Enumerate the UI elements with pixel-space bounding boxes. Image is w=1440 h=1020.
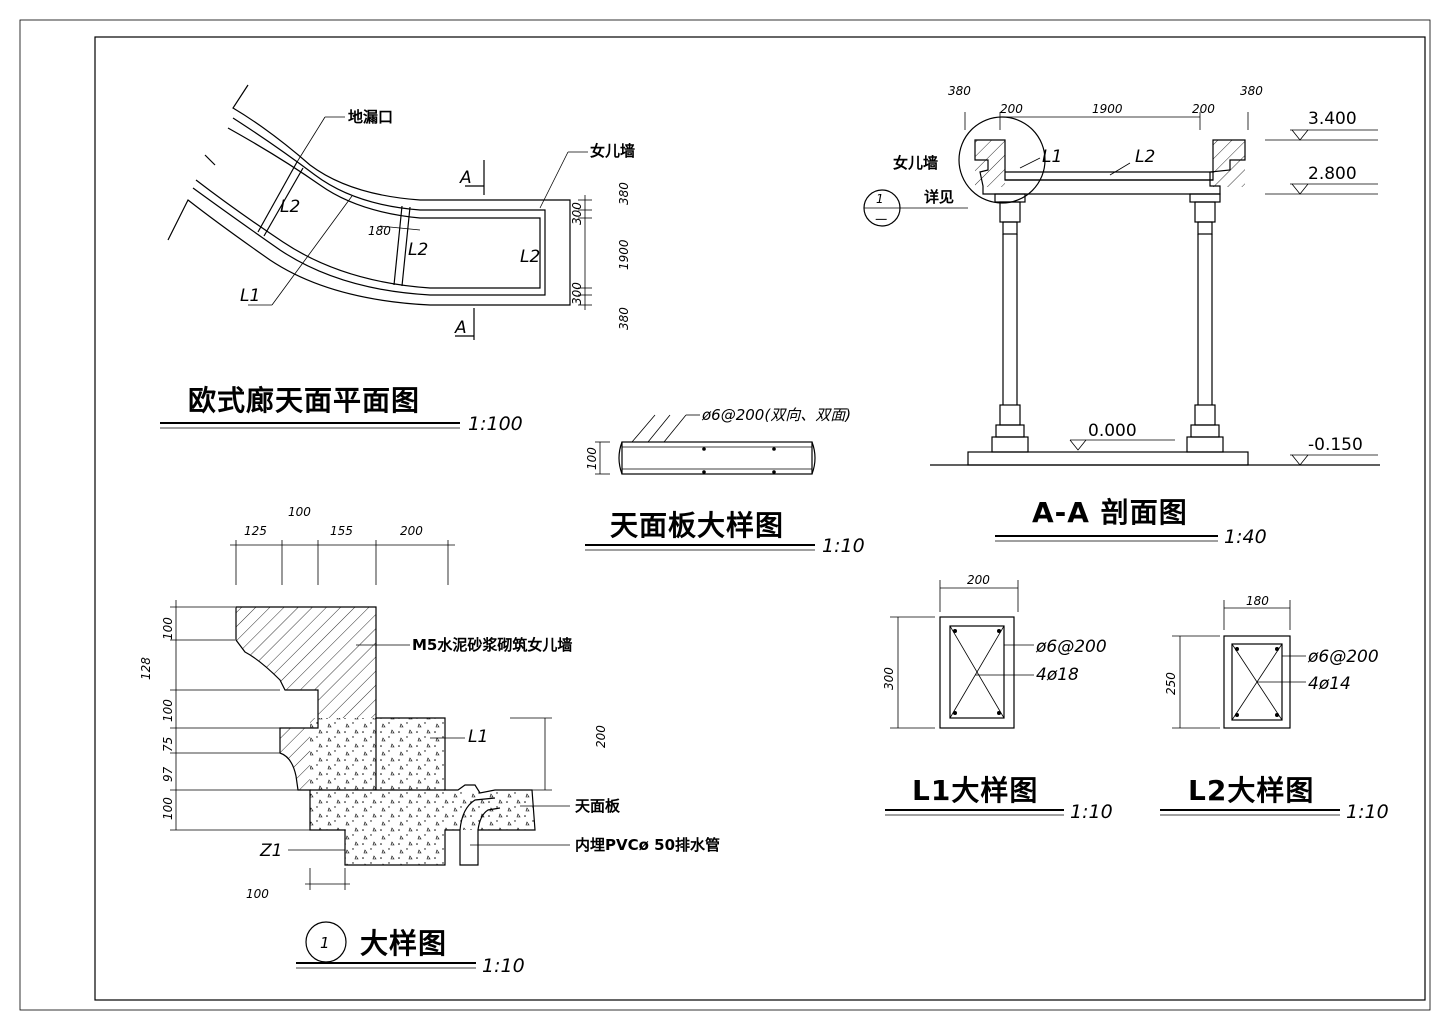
- detail-scale: 1:10: [482, 955, 525, 977]
- beam-l1-label: L1: [240, 286, 260, 306]
- sec-dim-200-right: 200: [1192, 102, 1215, 116]
- detail-z1-label: Z1: [259, 841, 282, 861]
- plan-scale: 1:100: [468, 413, 523, 435]
- sec-dim-200-left: 200: [1000, 102, 1023, 116]
- floor-drain-label: 地漏口: [348, 108, 393, 126]
- section-title: A-A 剖面图: [1032, 496, 1188, 529]
- slab-thickness-dim: 100: [585, 447, 599, 470]
- parapet-detail-view: 100 125 155 200 100 128 100 75 97 100 20…: [139, 505, 720, 977]
- detail-dim-75: 75: [161, 737, 175, 752]
- section-mark-bottom: A: [454, 318, 467, 338]
- detail-wall-label: M5水泥砂浆砌筑女儿墙: [412, 636, 572, 654]
- detail-dim-97: 97: [161, 766, 175, 782]
- section-l2-label: L2: [1135, 147, 1155, 167]
- detail-slab-label: 天面板: [575, 797, 621, 815]
- elevation-minus-0150: -0.150: [1308, 435, 1363, 455]
- detail-dim-155: 155: [330, 524, 353, 538]
- section-see-label: 详见: [924, 188, 954, 206]
- slab-detail-view: 100 ø6@200(双向、双面) 天面板大样图 1:10: [585, 406, 865, 557]
- detail-ref-number: 1: [876, 192, 884, 206]
- detail-dim-100-top: 100: [288, 505, 311, 519]
- detail-dim-100-b: 100: [161, 699, 175, 722]
- slab-title: 天面板大样图: [610, 509, 784, 542]
- l2-width-dim: 180: [1246, 594, 1269, 608]
- detail-dim-200-top: 200: [400, 524, 423, 538]
- section-parapet-label: 女儿墙: [893, 154, 938, 172]
- l2-stirrup-label: ø6@200: [1307, 647, 1379, 667]
- l1-title: L1大样图: [912, 774, 1038, 807]
- l2-title: L2大样图: [1188, 774, 1314, 807]
- beam-l2-detail: 180 250 ø6@200 4ø14 L2大样图 1:10: [1160, 594, 1389, 823]
- dim-300-bottom: 300: [570, 282, 584, 305]
- dim-300-top: 300: [570, 202, 584, 225]
- outer-border: [19, 19, 1431, 1011]
- section-mark-top: A: [459, 168, 472, 188]
- detail-ref-sheet: 一: [874, 213, 887, 227]
- l1-height-dim: 300: [882, 667, 896, 690]
- inner-border: [94, 36, 1426, 1001]
- detail-pipe-label: 内埋PVCø 50排水管: [575, 836, 720, 854]
- l2-bars-label: 4ø14: [1308, 674, 1351, 694]
- slab-rebar-note: ø6@200(双向、双面): [701, 406, 851, 424]
- dim-1900: 1900: [617, 239, 631, 270]
- elevation-0000: 0.000: [1088, 421, 1137, 441]
- detail-dim-125: 125: [244, 524, 267, 538]
- detail-number: 1: [320, 934, 330, 952]
- elevation-3400: 3.400: [1308, 109, 1357, 129]
- section-aa-view: 380 200 1900 200 380 3.400 2.800 0.000 -…: [863, 84, 1380, 548]
- beam-l2-label-b: L2: [408, 240, 428, 260]
- dim-380-top: 380: [617, 182, 631, 205]
- section-scale: 1:40: [1224, 526, 1267, 548]
- roof-plan-view: 地漏口 女儿墙 L2 L2 L2 L1 A A 180 300 300 380 …: [160, 84, 635, 435]
- sec-dim-380-left: 380: [948, 84, 971, 98]
- sec-dim-380-right: 380: [1240, 84, 1263, 98]
- slab-scale: 1:10: [822, 535, 865, 557]
- detail-dim-100-bottom: 100: [246, 887, 269, 901]
- plan-title: 欧式廊天面平面图: [188, 384, 420, 417]
- parapet-label: 女儿墙: [590, 142, 635, 160]
- dim-180: 180: [368, 224, 391, 238]
- detail-l1-label: L1: [468, 727, 488, 747]
- l2-height-dim: 250: [1164, 672, 1178, 695]
- sec-dim-1900: 1900: [1092, 102, 1123, 116]
- detail-dim-100-a: 100: [161, 617, 175, 640]
- dim-380-bottom: 380: [617, 307, 631, 330]
- detail-dim-128: 128: [139, 657, 153, 680]
- beam-l2-label-a: L2: [280, 197, 300, 217]
- beam-l1-detail: 200 300 ø6@200 4ø18 L1大样图 1:10: [882, 573, 1113, 823]
- detail-dim-200-right: 200: [594, 725, 608, 748]
- beam-l2-label-c: L2: [520, 247, 540, 267]
- l1-stirrup-label: ø6@200: [1035, 637, 1107, 657]
- l1-scale: 1:10: [1070, 801, 1113, 823]
- detail-dim-100-c: 100: [161, 797, 175, 820]
- detail-title: 大样图: [360, 927, 447, 960]
- section-l1-label: L1: [1042, 147, 1062, 167]
- l1-bars-label: 4ø18: [1036, 665, 1079, 685]
- l1-width-dim: 200: [967, 573, 990, 587]
- l2-scale: 1:10: [1346, 801, 1389, 823]
- elevation-2800: 2.800: [1308, 164, 1357, 184]
